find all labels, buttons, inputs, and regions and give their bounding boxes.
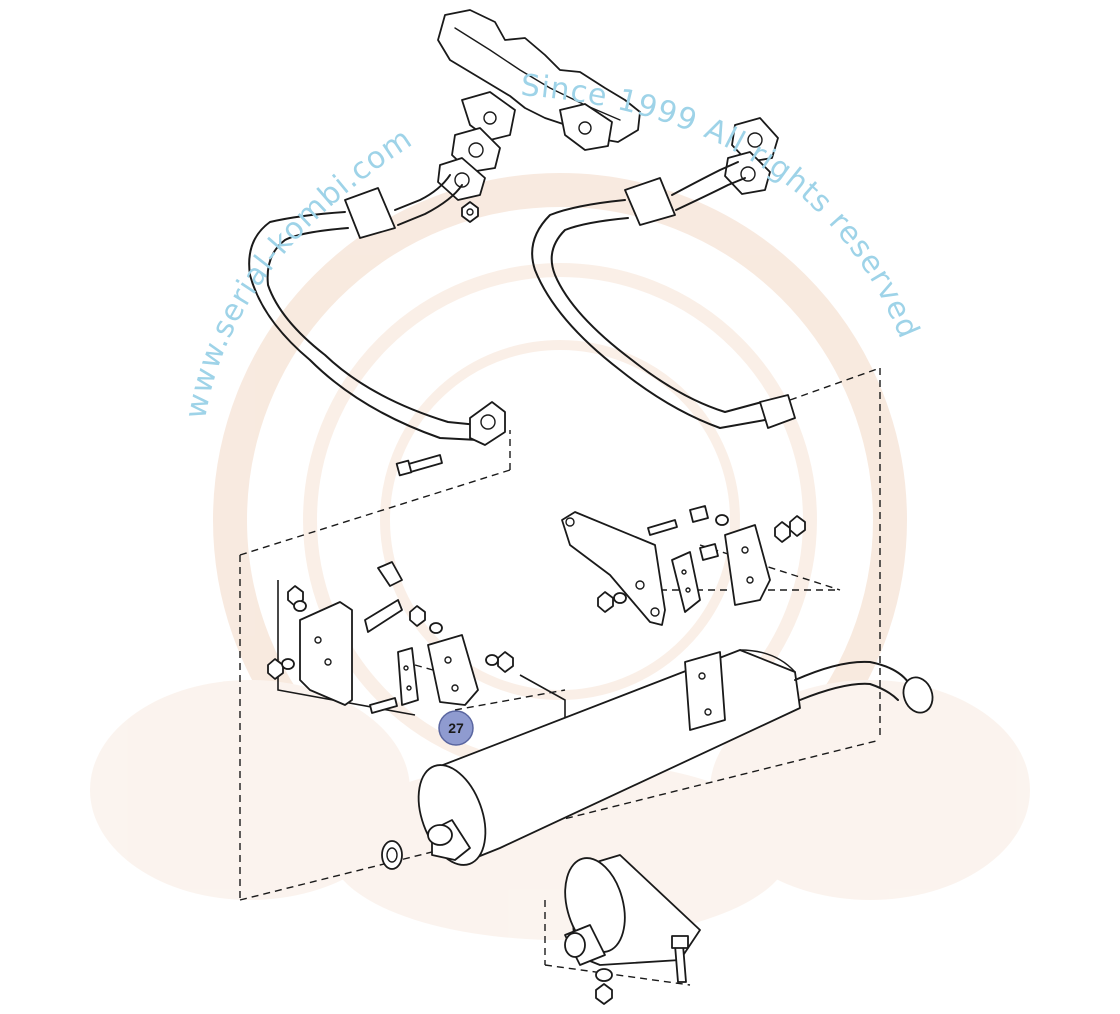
- washer-icon: [281, 600, 499, 670]
- bolt-icon: [671, 935, 689, 983]
- left-rubber-mount: [397, 647, 419, 706]
- callout-number: 27: [448, 720, 464, 736]
- left-mounting-bracket: [299, 601, 353, 706]
- svg-text:www.serial-kombi.com: www.serial-kombi.com: [178, 121, 419, 422]
- nut-icon: [461, 201, 479, 223]
- watermark-text-left: www.serial-kombi.com: [178, 121, 419, 422]
- exhaust-manifold: [437, 9, 641, 151]
- watermark-emblem: [90, 173, 1030, 940]
- bolt-icon: [395, 454, 443, 477]
- muffler: [417, 649, 801, 866]
- left-exhaust-pipe: [248, 174, 506, 446]
- manifold-gasket-left-2: [437, 157, 486, 201]
- part-callout[interactable]: 27: [438, 710, 474, 746]
- nut-icon: [595, 983, 613, 1005]
- bolt-icon: [647, 505, 719, 561]
- bracket-assembly-box: [277, 580, 566, 720]
- bolt-icon: [369, 561, 403, 714]
- clamp-strip: [364, 599, 403, 633]
- right-mount-plate: [724, 524, 771, 606]
- alternate-muffler: [564, 854, 701, 966]
- nut-icon: [597, 515, 806, 613]
- right-rubber-mount: [671, 551, 701, 613]
- right-exhaust-pipe: [531, 161, 796, 429]
- manifold-gasket-right: [731, 117, 779, 163]
- nut-icon: [267, 585, 514, 680]
- washer-icon: [595, 968, 613, 982]
- washer-icon: [613, 514, 729, 604]
- left-mount-plate: [427, 634, 479, 706]
- muffler-gasket: [381, 840, 403, 870]
- right-mounting-bracket: [561, 511, 666, 626]
- tailpipe: [794, 660, 934, 714]
